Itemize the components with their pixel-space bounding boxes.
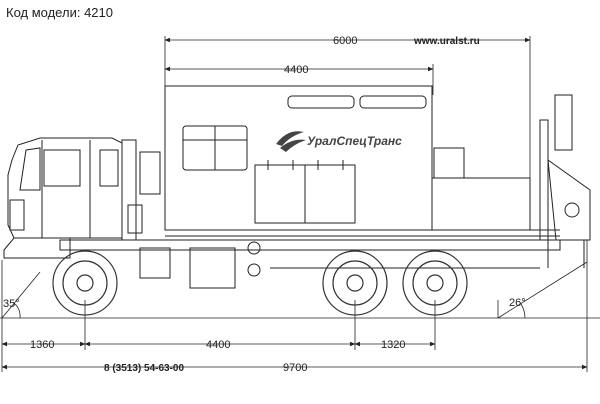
- flatbed-tank: [433, 147, 465, 179]
- wheels: [52, 250, 468, 316]
- van-vent-2: [359, 95, 427, 109]
- crane-boom: [554, 94, 573, 151]
- air-filter: [139, 151, 161, 195]
- dimension-lines: [0, 36, 600, 372]
- model-label-text: Код модели:: [6, 5, 81, 20]
- fuel-tank: [189, 247, 236, 289]
- site-url: www.uralst.ru: [413, 36, 480, 47]
- dim-body-length: 6000: [333, 35, 357, 47]
- truck-body: [3, 85, 591, 289]
- dim-total-length: 9700: [283, 362, 307, 374]
- rear-wheel-1: [322, 250, 388, 316]
- dim-cabin-length: 4400: [284, 64, 308, 76]
- phone-number: 8 (3513) 54-63-00: [104, 363, 184, 374]
- model-code-label: Код модели: 4210: [6, 5, 113, 20]
- front-bumper: [3, 237, 71, 259]
- crane-column: [539, 119, 549, 241]
- dim-rear-axle-spacing: 1320: [381, 339, 405, 351]
- dim-wheelbase: 4400: [206, 339, 230, 351]
- dim-front-overhang: 1360: [30, 339, 54, 351]
- model-code-value: 4210: [84, 5, 113, 20]
- toolbox-left: [254, 164, 306, 224]
- cabin-front-window: [19, 147, 41, 191]
- cabin-side-window: [99, 149, 119, 187]
- swoosh-logo: [276, 131, 306, 152]
- toolbox-right: [304, 164, 356, 224]
- cabin-door-window: [43, 149, 81, 187]
- rear-wheel-2: [402, 250, 468, 316]
- chassis-frame: [59, 239, 561, 251]
- brand-name: УралСпецТранс: [307, 134, 402, 148]
- approach-angle: 35°: [3, 298, 20, 310]
- exhaust-stack: [121, 139, 137, 241]
- van-vent-1: [287, 95, 355, 109]
- departure-angle: 26°: [509, 297, 526, 309]
- front-wheel: [52, 250, 118, 316]
- flatbed-side: [431, 177, 531, 231]
